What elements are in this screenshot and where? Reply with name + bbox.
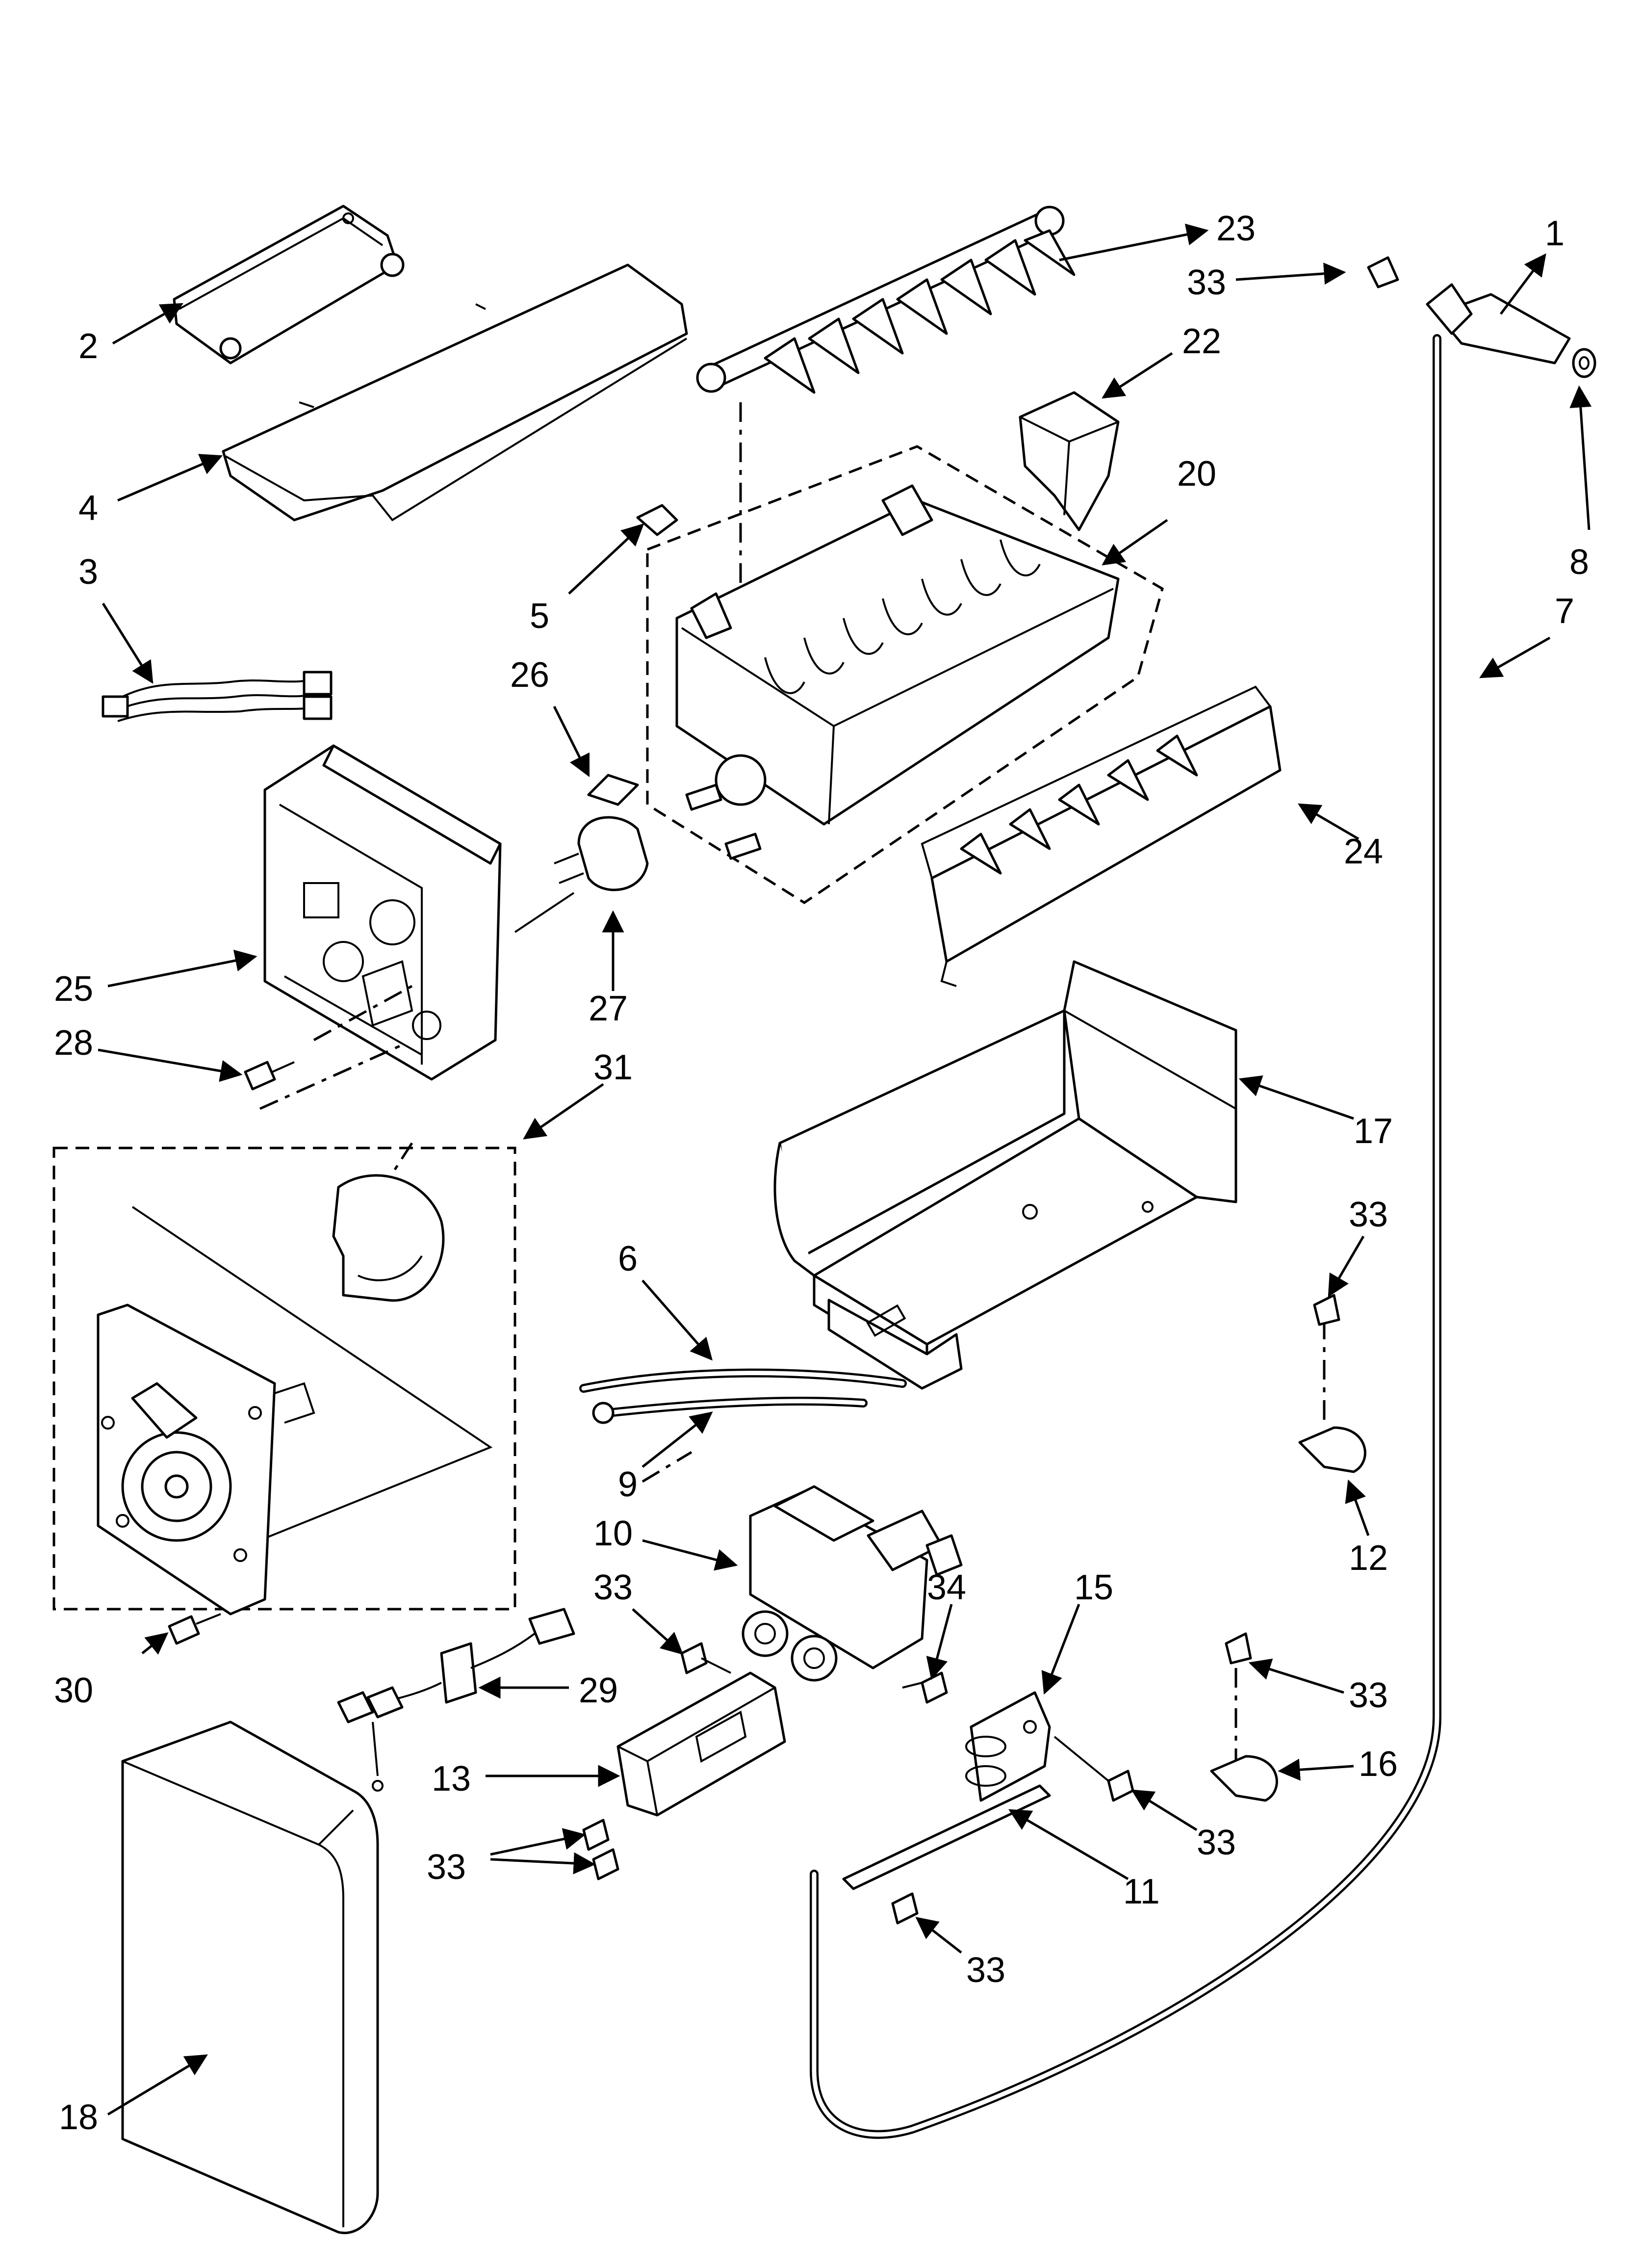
callout-33-top: 33: [1187, 263, 1226, 302]
callout-labels: 23 33 1 2 22 4 20 8 5 3 7 26 24 25 27 28…: [54, 209, 1589, 2137]
part-33-screw-right: [1225, 256, 1399, 1665]
part-25-module-housing: [263, 744, 502, 1081]
callout-23: 23: [1216, 209, 1256, 248]
part-30-screw: [168, 1613, 221, 1645]
part-24-stripper: [921, 685, 1282, 987]
part-16-clamp: [1210, 1755, 1278, 1802]
callout-15: 15: [1074, 1568, 1113, 1607]
callout-6: 6: [618, 1239, 638, 1278]
part-22-fill-cup: [1019, 391, 1120, 531]
part-12-clamp: [1298, 1426, 1366, 1473]
callout-10: 10: [593, 1514, 633, 1553]
callout-9: 9: [618, 1465, 638, 1504]
callout-30: 30: [54, 1671, 93, 1710]
part-33-screw-pair: [582, 1819, 619, 1880]
part-9-tube: [592, 1397, 868, 1424]
part-8-washer: [1572, 348, 1596, 378]
part-27-thermostat: [514, 816, 649, 933]
part-7-water-tube: [810, 334, 1441, 2139]
callout-26: 26: [510, 655, 549, 695]
callout-12: 12: [1349, 1538, 1388, 1578]
callout-5: 5: [530, 597, 549, 636]
part-10-water-valve: [742, 1485, 963, 1682]
part-4-cover: [222, 263, 688, 521]
part-15-tube-clip: [965, 1691, 1051, 1802]
part-17-shield: [773, 960, 1237, 1390]
callout-31: 31: [593, 1048, 633, 1087]
part-5-clip: [636, 504, 678, 536]
callout-2: 2: [78, 327, 98, 366]
part-13-valve-bracket: [616, 1671, 786, 1817]
callout-17: 17: [1354, 1112, 1393, 1151]
part-6-tube: [579, 1368, 907, 1393]
part-20-ice-mold: [646, 445, 1164, 904]
part-3-wire-harness: [102, 671, 333, 722]
part-34-screw: [902, 1671, 948, 1704]
callout-33-valve: 33: [593, 1568, 633, 1607]
callout-13: 13: [432, 1759, 471, 1799]
callout-33-pair: 33: [427, 1848, 466, 1887]
callout-27: 27: [589, 989, 628, 1028]
callout-28: 28: [54, 1023, 93, 1063]
part-11-strip: [842, 1784, 1051, 1890]
callout-25: 25: [54, 969, 93, 1009]
part-23-ejector: [696, 206, 1076, 394]
part-31-module-box: [52, 1147, 516, 1616]
callout-29: 29: [579, 1671, 618, 1710]
callout-3: 3: [78, 552, 98, 592]
callout-33-bottom: 33: [966, 1951, 1005, 1990]
part-28-screw: [244, 1061, 295, 1091]
callout-1: 1: [1545, 214, 1565, 253]
callout-8: 8: [1569, 543, 1589, 582]
callout-18: 18: [59, 2098, 98, 2137]
callout-11: 11: [1123, 1872, 1160, 1911]
callout-33-bracket15: 33: [1197, 1823, 1236, 1862]
callout-24: 24: [1344, 832, 1383, 871]
callout-7: 7: [1555, 592, 1574, 631]
callout-16: 16: [1359, 1745, 1398, 1784]
part-29-harness: [337, 1608, 575, 1792]
callout-4: 4: [78, 489, 98, 528]
part-33-screw-bottom: [891, 1736, 1134, 1925]
callout-33-clamp16: 33: [1349, 1676, 1388, 1715]
leader-lines: [98, 223, 1592, 2116]
part-18-cover: [121, 1721, 379, 2234]
callout-34: 34: [927, 1568, 966, 1607]
callout-22: 22: [1182, 322, 1221, 361]
callout-20: 20: [1177, 454, 1216, 494]
callout-33-right-bracket: 33: [1349, 1195, 1388, 1234]
part-2-hinge-bracket: [173, 205, 405, 365]
part-26-clip: [587, 774, 639, 806]
part-33-valve-screw: [680, 1642, 731, 1674]
part-1-fill-tube: [1426, 283, 1571, 365]
